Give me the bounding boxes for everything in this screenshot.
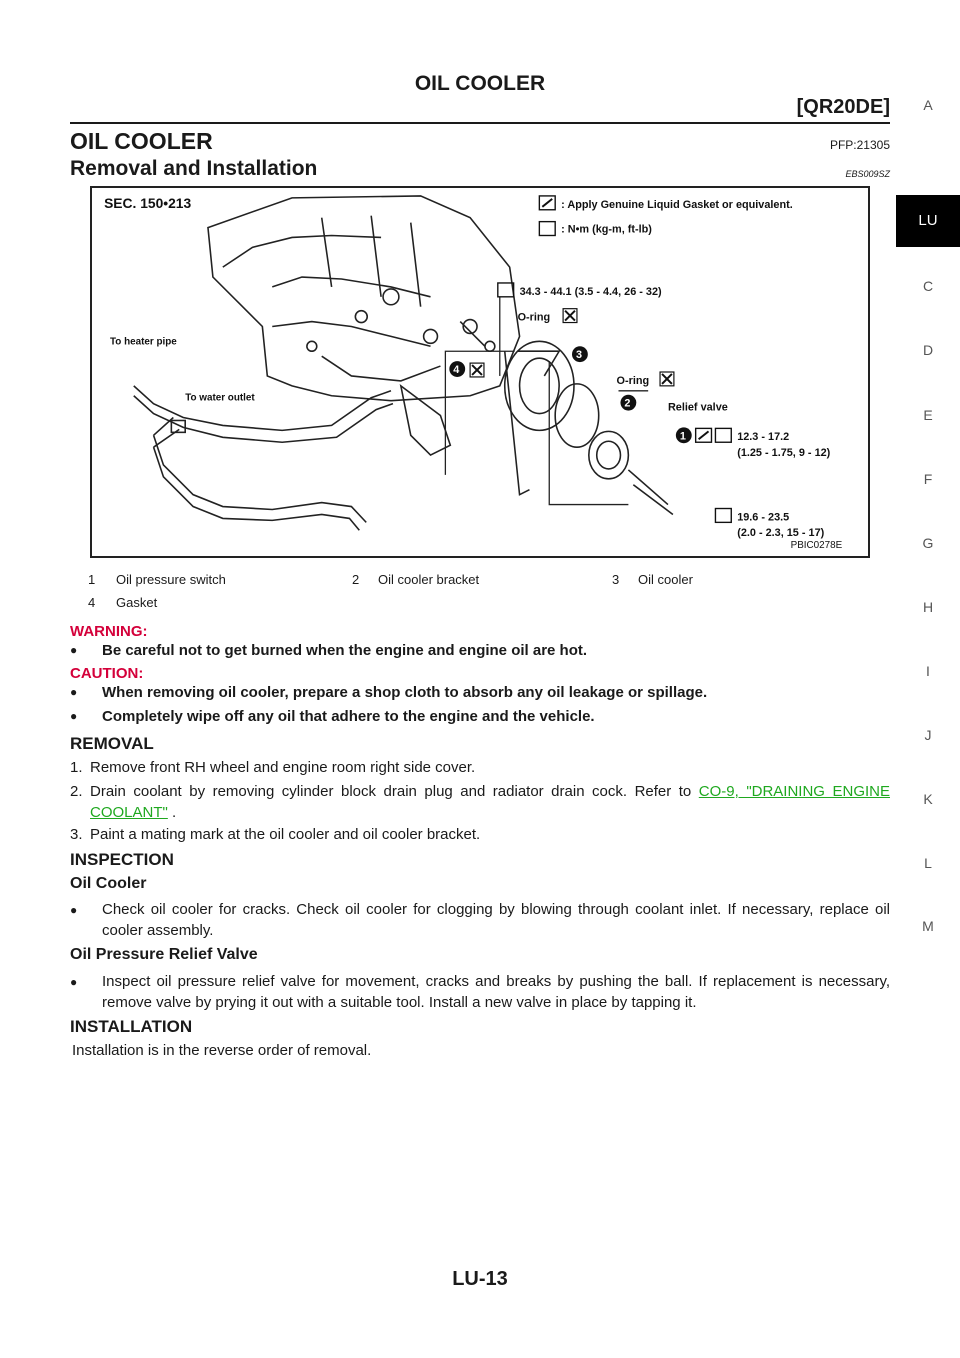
caution-label: CAUTION: — [70, 665, 144, 682]
bullet-icon: ● — [70, 903, 78, 917]
callout-3-label: 3 — [576, 349, 582, 361]
fig-torque-3b: (2.0 - 2.3, 15 - 17) — [737, 527, 824, 539]
section-index-tabs: A LU C D E F G H I J K L M — [896, 0, 960, 1358]
fig-sec-label: SEC. 150•213 — [104, 195, 191, 211]
legend-num: 1 — [88, 572, 96, 587]
fig-legend-torque: : N•m (kg-m, ft-lb) — [561, 224, 652, 236]
fig-legend-gasket: : Apply Genuine Liquid Gasket or equival… — [561, 199, 793, 211]
torque-icon — [714, 507, 732, 524]
tab-a[interactable]: A — [923, 97, 933, 113]
oil-cooler-drawing — [399, 318, 674, 516]
legend-label: Oil cooler bracket — [378, 572, 480, 587]
section-title: OIL COOLER — [70, 128, 213, 154]
fig-torque-2a: 12.3 - 17.2 — [737, 431, 789, 443]
fig-oring-2: O-ring — [617, 375, 650, 387]
page-header-title: OIL COOLER — [414, 72, 546, 95]
legend-num: 4 — [88, 595, 96, 610]
fig-oring-1: O-ring — [518, 312, 551, 324]
fig-code: PBIC0278E — [791, 540, 843, 551]
engine-code: [QR20DE] — [796, 96, 890, 118]
gasket-icon — [538, 195, 556, 211]
tab-j[interactable]: J — [924, 727, 932, 743]
callout-2-label: 2 — [624, 398, 630, 410]
legend-label: Gasket — [116, 595, 158, 610]
warning-item: ● Be careful not to get burned when the … — [70, 642, 588, 659]
bullet-icon: ● — [70, 685, 78, 699]
coolant-drain-link[interactable]: CO-9, "DRAINING ENGINE COOLANT" — [90, 783, 890, 821]
engine-block-drawing — [207, 195, 521, 402]
bullet-icon: ● — [70, 709, 78, 723]
bullet-icon: ● — [70, 975, 78, 989]
torque-icon — [497, 282, 515, 298]
torque-icon — [538, 220, 556, 237]
header-divider — [70, 122, 890, 124]
tab-e[interactable]: E — [923, 407, 933, 423]
tab-g[interactable]: G — [922, 535, 934, 551]
caution-item: ● Completely wipe off any oil that adher… — [70, 708, 595, 725]
callout-1-label: 1 — [680, 430, 686, 442]
tab-i[interactable]: I — [926, 663, 930, 679]
page-number: LU-13 — [452, 1268, 508, 1290]
tab-f[interactable]: F — [923, 471, 933, 487]
subsection-title: Removal and Installation — [70, 157, 318, 180]
inspection-heading: INSPECTION — [70, 850, 174, 869]
tab-m[interactable]: M — [922, 918, 934, 934]
replace-icon — [659, 371, 675, 387]
part-code: PFP:21305 — [829, 138, 890, 152]
fig-heater-pipe: To heater pipe — [110, 336, 177, 347]
bullet-icon: ● — [70, 643, 78, 657]
exploded-view-diagram: SEC. 150•213 : Apply Genuine Liquid Gask… — [90, 186, 870, 558]
gasket-icon-stroke — [541, 198, 553, 208]
inspection-item: ● Check oil cooler for cracks. Check oil… — [70, 901, 890, 939]
removal-step: 2. Drain coolant by removing cylinder bl… — [70, 783, 890, 821]
fig-water-outlet: To water outlet — [185, 393, 255, 404]
legend-num: 3 — [612, 572, 620, 587]
fig-torque-1: 34.3 - 44.1 (3.5 - 4.4, 26 - 32) — [520, 286, 662, 298]
warning-label: WARNING: — [70, 623, 148, 640]
callout-1-marker — [675, 427, 692, 444]
tab-lu[interactable]: LU — [896, 195, 960, 247]
callout-2-marker — [620, 394, 637, 411]
tab-l[interactable]: L — [924, 855, 932, 871]
tab-h[interactable]: H — [922, 599, 934, 615]
tab-k[interactable]: K — [923, 791, 933, 807]
replace-icon — [469, 362, 485, 378]
coolant-hoses-drawing — [133, 385, 394, 531]
fig-torque-3a: 19.6 - 23.5 — [737, 511, 789, 523]
removal-step: 3. Paint a mating mark at the oil cooler… — [70, 826, 481, 843]
legend-num: 2 — [352, 572, 360, 587]
callout-3-marker — [572, 346, 588, 363]
installation-heading: INSTALLATION — [70, 1017, 193, 1036]
gasket-icon — [694, 427, 713, 443]
caution-item: ● When removing oil cooler, prepare a sh… — [70, 684, 708, 701]
fig-torque-2b: (1.25 - 1.75, 9 - 12) — [737, 447, 830, 459]
tab-d[interactable]: D — [922, 342, 934, 358]
inspection-item: ● Inspect oil pressure relief valve for … — [70, 973, 890, 1011]
leader-lines — [444, 296, 649, 506]
callout-4-label: 4 — [453, 364, 459, 376]
fig-relief-valve: Relief valve — [668, 402, 728, 414]
legend-label: Oil cooler — [638, 572, 693, 587]
installation-text: Installation is in the reverse order of … — [72, 1042, 372, 1059]
removal-heading: REMOVAL — [70, 734, 154, 753]
torque-icon — [714, 427, 732, 443]
removal-step: 1. Remove front RH wheel and engine room… — [70, 759, 476, 776]
oil-cooler-subheading: Oil Cooler — [70, 875, 147, 892]
relief-valve-subheading: Oil Pressure Relief Valve — [70, 946, 258, 963]
section-code: EBS009SZ — [845, 169, 890, 179]
tab-c[interactable]: C — [922, 278, 934, 294]
legend-label: Oil pressure switch — [116, 572, 226, 587]
replace-icon — [562, 308, 578, 324]
callout-4-marker — [449, 361, 466, 377]
